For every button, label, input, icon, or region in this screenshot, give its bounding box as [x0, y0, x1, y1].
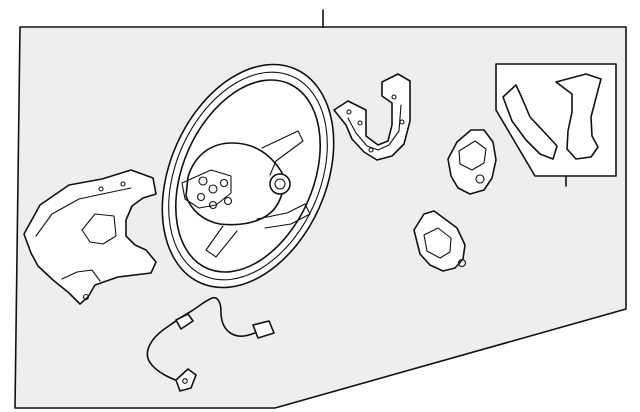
mounting-bracket — [333, 73, 411, 161]
wiring-harness-left-connector — [175, 313, 194, 330]
steering-wheel-lower-right-spoke — [256, 203, 311, 229]
hub-hole-6 — [223, 196, 233, 206]
rear-cover-inner-lip — [35, 187, 132, 237]
trim-inset-right-piece — [555, 73, 602, 160]
bracket-hole-2 — [357, 120, 363, 126]
steering-wheel-lower-spoke — [205, 225, 238, 258]
rear-cover-edge-detail — [61, 269, 101, 282]
bracket-hole-1 — [346, 109, 352, 115]
right-switch — [447, 129, 497, 195]
trim-inset-group — [495, 63, 617, 187]
left-switch-buttons — [423, 227, 452, 259]
rear-cover-hole-3 — [82, 293, 90, 301]
bracket-hole-4 — [391, 94, 397, 100]
steering-wheel — [161, 63, 335, 289]
rear-cover — [23, 169, 157, 305]
steering-wheel-left-spoke — [181, 169, 232, 209]
trim-inset-left-piece — [502, 84, 558, 160]
left-switch-knob — [457, 258, 467, 268]
rear-cover-hole-1 — [98, 186, 104, 192]
rear-cover-shell — [23, 169, 157, 305]
wiring-harness-main-cable — [146, 296, 258, 385]
steering-wheel-right-spoke — [261, 130, 304, 176]
right-switch-knob — [475, 174, 485, 184]
steering-nut-inner — [274, 178, 286, 190]
rear-cover-hole-2 — [120, 181, 126, 187]
wiring-harness-right-connector — [252, 320, 275, 339]
left-switch-body — [413, 210, 466, 272]
mounting-bracket-inner-curve — [347, 104, 402, 151]
bracket-hole-5 — [399, 119, 405, 125]
hub-hole-3 — [219, 178, 229, 188]
hub-hole-4 — [196, 192, 206, 202]
mounting-bracket-body — [333, 73, 411, 161]
steering-nut-outer — [269, 173, 291, 195]
left-switch — [413, 210, 467, 272]
hub-hole-5 — [208, 200, 218, 210]
wiring-harness — [146, 296, 275, 392]
wiring-harness-end-lug — [175, 368, 197, 392]
right-switch-buttons — [458, 140, 487, 171]
background-panel — [14, 26, 627, 409]
bracket-hole-3 — [368, 147, 374, 153]
steering-wheel-rim-detail — [168, 71, 328, 281]
rear-cover-inner-opening — [81, 213, 117, 245]
hub-hole-2 — [208, 184, 218, 194]
hub-hole-1 — [198, 176, 208, 186]
wiring-harness-end-lug-hole — [182, 378, 188, 384]
